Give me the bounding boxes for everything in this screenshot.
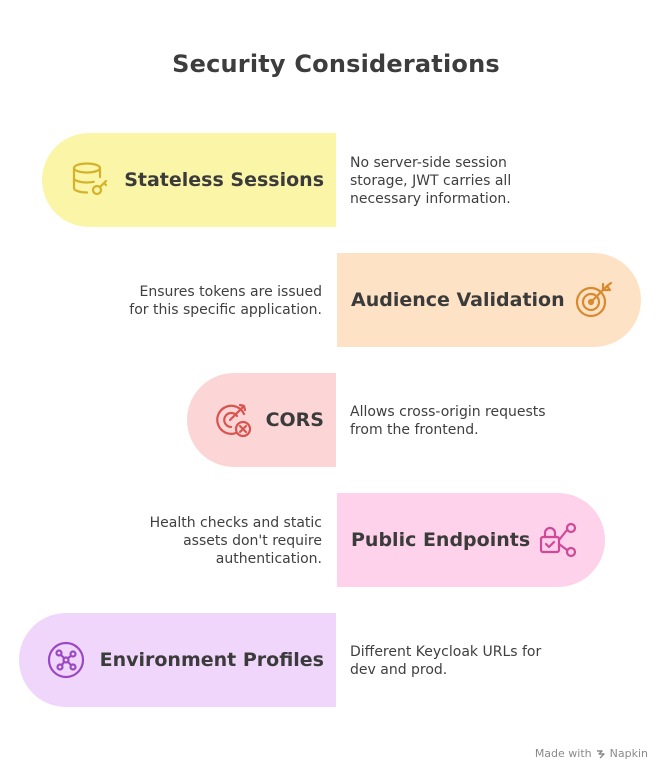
public-endpoints-pill: Public Endpoints [337,493,605,587]
stateless-sessions-description: No server-side session storage, JWT carr… [350,155,512,207]
public-endpoints-description: Health checks and static assets don't re… [149,515,322,567]
target-blocked-icon [214,400,254,440]
environment-profiles-description: Different Keycloak URLs for dev and prod… [350,644,542,678]
network-settings-icon [46,640,86,680]
made-with-text: Made with [534,747,592,760]
cors-description: Allows cross-origin requests from the fr… [350,404,546,438]
stateless-sessions-label: Stateless Sessions [124,169,324,191]
napkin-logo-icon [596,749,606,759]
diagram-title: Security Considerations [172,50,500,78]
cors-label: CORS [265,409,324,431]
environment-profiles-pill: Environment Profiles [19,613,336,707]
environment-profiles-label: Environment Profiles [99,649,324,671]
database-key-icon [70,160,110,200]
napkin-brand-text: Napkin [609,747,648,760]
stateless-sessions-pill: Stateless Sessions [42,133,336,227]
target-arrow-icon [574,280,614,320]
cors-pill: CORS [187,373,336,467]
napkin-credit: Made with Napkin [535,747,648,760]
audience-validation-label: Audience Validation [351,289,565,311]
audience-validation-description: Ensures tokens are issued for this speci… [129,284,322,318]
public-endpoints-label: Public Endpoints [351,529,531,551]
lock-share-icon [538,520,578,560]
